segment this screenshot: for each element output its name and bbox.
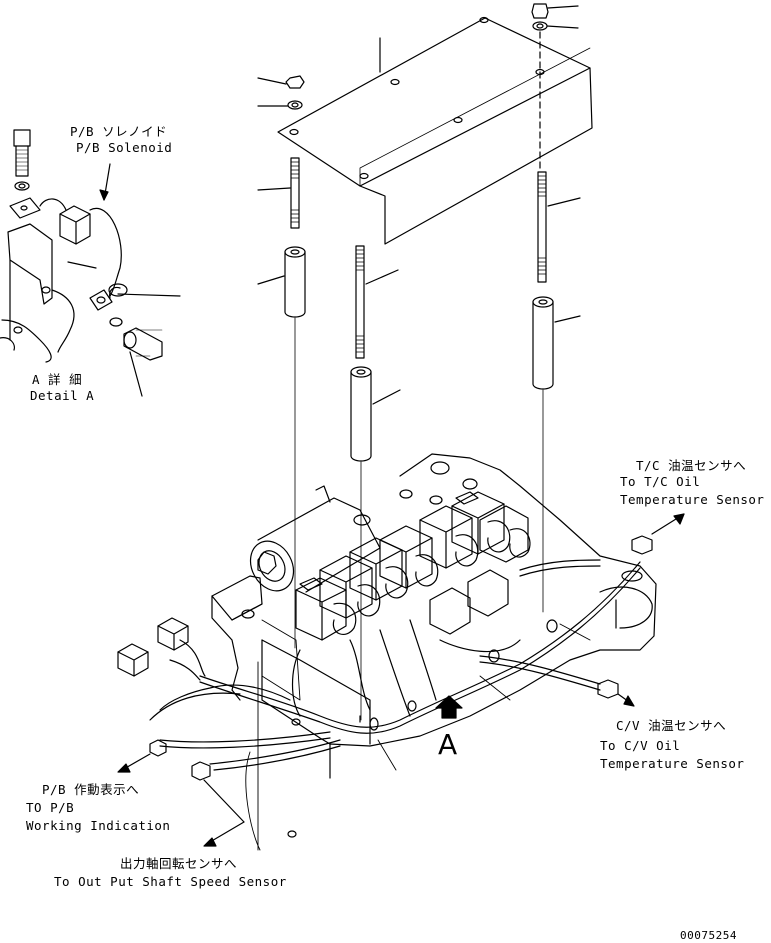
wiring-harness	[149, 559, 641, 771]
leader-lines	[377, 623, 591, 771]
stud-bolts	[257, 157, 581, 359]
view-a-arrow	[435, 695, 463, 719]
tc-sensor-label-jp: T/C 油温センサへ	[636, 458, 747, 473]
tc-sensor-label-en1: To T/C Oil	[620, 474, 701, 489]
pb-solenoid-label-jp: P/B ソレノイド	[70, 124, 168, 139]
cv-sensor-label-en2: Temperature Sensor	[600, 756, 745, 771]
cv-sensor-label-en1: To C/V Oil	[600, 738, 681, 753]
nut-washer-right	[531, 3, 579, 171]
lead-arrows	[117, 513, 685, 847]
cover-plate	[277, 16, 593, 245]
accumulator-cylinder	[249, 485, 381, 593]
cv-sensor-label-jp: C/V 油温センサへ	[616, 718, 727, 733]
detail-a-label-en: Detail A	[30, 388, 95, 403]
pb-working-label-en2: Working Indication	[26, 818, 171, 833]
tc-sensor-label-en2: Temperature Sensor	[620, 492, 765, 507]
solenoid-valves	[295, 491, 531, 641]
pb-working-label-en1: TO P/B	[26, 800, 75, 815]
pb-working-label-jp: P/B 作動表示へ	[42, 782, 140, 797]
nut-washer-left	[257, 75, 305, 110]
pb-solenoid-label-en: P/B Solenoid	[76, 140, 173, 155]
detail-a	[0, 129, 181, 397]
shaft-sensor-label-jp: 出力軸回転センサへ	[120, 856, 238, 871]
drawing-number: 00075254	[680, 929, 737, 942]
valve-body	[211, 453, 657, 851]
shaft-sensor-label-en: To Out Put Shaft Speed Sensor	[54, 874, 287, 889]
view-a-label: A	[438, 728, 458, 761]
connectors	[117, 535, 653, 781]
spacer-tubes	[257, 246, 581, 462]
detail-a-label-jp: A 詳 細	[32, 372, 83, 387]
